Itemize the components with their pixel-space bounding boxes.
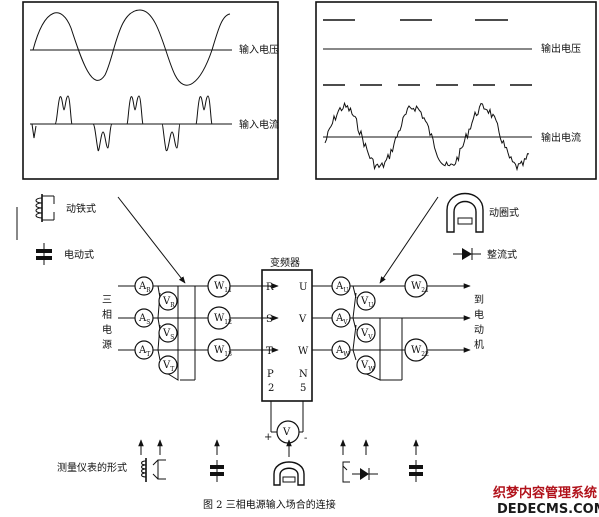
output-measure-arrow [379,196,439,284]
dc-bus-voltmeter: V [276,420,300,444]
electrodynamic-form-icon [210,439,224,482]
moving-coil-label: 动圈式 [489,206,519,219]
terminal-n: N [299,369,308,380]
electrodynamic-form-icon-2 [409,439,423,482]
voltmeter-right-1: VU [356,291,376,311]
terminal-u: U [299,282,307,293]
legend-right: 动圈式 整流式 [446,193,519,261]
moving-coil-icon [446,193,484,233]
circuit: 三 相 电 源 变频器 R S T U V W P N 2 5 [102,256,484,444]
voltmeter-left-3: VT [158,355,178,375]
motor-label-1: 到 [474,294,484,306]
electrodynamic-icon [36,243,52,265]
electrodynamic-label: 电动式 [64,248,94,261]
dc-plus: + [264,432,272,443]
rectifier-icon [453,248,481,260]
legend-left: 动铁式 电动式 [16,194,96,265]
ammeter-right-3: AW [331,340,351,360]
output-waveform-panel: 输出电压 输出电流 [315,1,597,180]
watermark-line-1: 织梦内容管理系统 [493,485,597,501]
motor-label-4: 机 [474,338,484,351]
dc-minus: - [304,433,307,444]
terminal-s: S [266,314,273,325]
ammeter-left-1: AR [134,276,154,296]
dc-bus-voltmeter-label: V [282,427,291,438]
source-label-4: 源 [102,338,112,351]
terminal-n-number: 5 [300,383,306,394]
voltmeter-right-2: VV [356,323,376,343]
moving-iron-icon [35,194,55,222]
input-current-label: 输入电流 [239,118,279,131]
ammeter-right-2: AV [331,308,351,328]
output-current-label: 输出电流 [541,131,581,144]
instrument-forms-label: 测量仪表的形式 [57,461,127,474]
voltmeter-left-1: VR [158,291,178,311]
terminal-p-number: 2 [268,383,274,394]
voltmeter-left-2: VS [158,323,178,343]
input-measure-arrow [117,196,186,284]
motor-label-3: 动 [474,324,484,336]
rectifier-label: 整流式 [487,248,517,261]
wattmeter-right-1: W21 [404,274,429,298]
output-current-wave [324,101,530,172]
source-label-3: 电 [102,323,112,336]
terminal-p: P [267,369,274,380]
input-voltage-wave [32,9,231,86]
terminal-r: R [266,282,274,293]
inverter-box: 变频器 R S T U V W P N 2 5 [261,256,313,402]
instrument-forms-row: 测量仪表的形式 [57,439,423,486]
ammeter-left-2: AS [134,308,154,328]
rectifier-form-icon [340,439,378,483]
source-label-2: 相 [102,308,112,321]
watermark: 织梦内容管理系统 DEDECMS.COM [488,483,599,517]
moving-iron-label: 动铁式 [66,202,96,215]
inverter-title: 变频器 [270,256,300,269]
ammeter-left-3: AT [134,340,154,360]
watermark-line-2: DEDECMS.COM [497,502,599,517]
figure-caption: 图 2 三相电源输入场合的连接 [203,498,336,511]
terminal-v: V [298,314,307,325]
motor-label-2: 电 [474,308,484,321]
terminal-t: T [266,346,273,357]
voltmeter-right-3: VW [356,355,376,375]
input-waveform-panel: 输入电压 输入电流 [22,1,279,180]
moving-iron-form-icon [138,439,166,482]
moving-coil-form-icon [273,439,305,486]
terminal-w: W [298,346,309,357]
output-voltage-pulses [323,19,532,86]
input-voltage-label: 输入电压 [239,43,279,56]
wattmeter-left-2: W12 [207,306,232,330]
source-label-1: 三 [102,295,112,306]
ammeter-right-1: AU [331,276,351,296]
output-voltage-label: 输出电压 [541,42,581,55]
wattmeter-right-2: W22 [404,338,429,362]
input-current-wave [32,95,230,152]
wattmeter-left-3: W13 [207,338,232,362]
wattmeter-left-1: W11 [207,274,232,298]
